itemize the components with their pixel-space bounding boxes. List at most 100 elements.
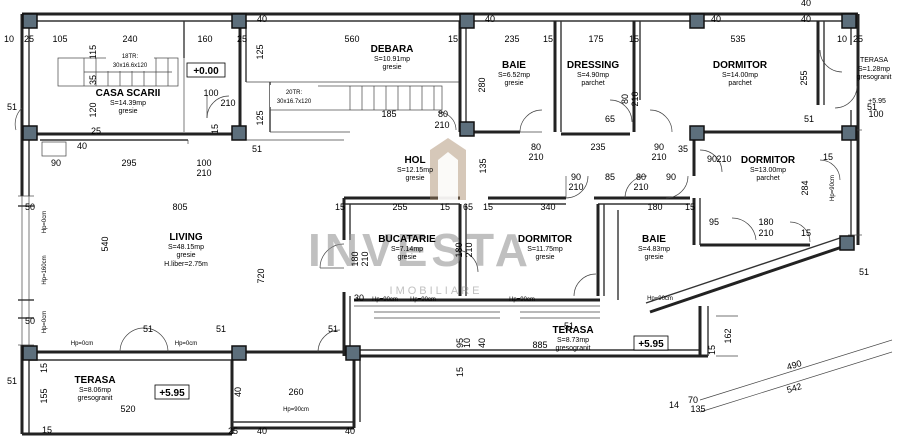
dimension-label: 90 bbox=[654, 142, 664, 152]
dimension-label: 210 bbox=[360, 251, 370, 266]
dimension-label: 95 bbox=[455, 338, 465, 348]
room-labels: CASA SCARIIS=14.39mpgresieDEBARAS=10.91m… bbox=[74, 44, 891, 402]
dimension-label: 805 bbox=[172, 202, 187, 212]
dimension-label: 15 bbox=[39, 363, 49, 373]
room-clear-height: H.liber=2.75m bbox=[164, 261, 208, 268]
level-value: +5.95 bbox=[868, 98, 886, 105]
dimension-label: 235 bbox=[504, 34, 519, 44]
dimension-label: 284 bbox=[800, 180, 810, 195]
room-name: DORMITOR bbox=[518, 234, 573, 245]
room-floor: gresie bbox=[405, 175, 424, 182]
dimension-label: 210 bbox=[651, 152, 666, 162]
dimension-label: 15 bbox=[455, 367, 465, 377]
dimension-label: 210 bbox=[633, 182, 648, 192]
dimension-label: 720 bbox=[256, 268, 266, 283]
dimension-label: 51 bbox=[252, 144, 262, 154]
room-name: TERASA bbox=[860, 57, 888, 64]
dimension-label: 40 bbox=[801, 0, 811, 8]
watermark: INVESTA IMOBILIARE bbox=[308, 138, 528, 297]
stair-treads bbox=[57, 40, 443, 132]
room-name: CASA SCARII bbox=[96, 88, 161, 99]
dimension-label: Hp=90cm bbox=[830, 175, 836, 201]
room-area: S=6.52mp bbox=[498, 72, 530, 79]
dimension-label: 15 bbox=[448, 34, 458, 44]
dimension-label: 51 bbox=[7, 376, 17, 386]
dimension-label: 210 bbox=[528, 152, 543, 162]
dimension-label: 15 bbox=[42, 425, 52, 435]
dimension-label: 520 bbox=[120, 404, 135, 414]
dimension-label: 210 bbox=[196, 168, 211, 178]
dimension-label: 25 bbox=[91, 126, 101, 136]
stair-labels: 18TR: 30x16.6x120 20TR:30x16.7x120 bbox=[106, 49, 318, 107]
room-area: S=12.15mp bbox=[397, 167, 433, 174]
dimension-label: 90 bbox=[51, 158, 61, 168]
room-floor: gresogranit bbox=[856, 74, 891, 81]
stair-1: 18TR: 30x16.6x120 bbox=[106, 49, 154, 71]
dimension-label: 210 bbox=[568, 182, 583, 192]
diagonal-dimension bbox=[699, 315, 893, 413]
stair-spec: 30x16.6x120 bbox=[113, 63, 148, 69]
stair-2: 20TR:30x16.7x120 bbox=[270, 85, 318, 107]
dimension-label: Hp=90cm bbox=[647, 296, 673, 302]
dimension-label: 885 bbox=[532, 340, 547, 350]
dimension-label: 90 bbox=[666, 172, 676, 182]
dimension-label: 490 bbox=[786, 358, 803, 372]
dimension-label: 95 bbox=[709, 217, 719, 227]
dimension-label: 100 bbox=[196, 158, 211, 168]
dimension-label: 40 bbox=[345, 426, 355, 436]
dimension-label: 125 bbox=[255, 44, 265, 59]
room-floor: parchet bbox=[581, 80, 604, 87]
dimension-label: 100 bbox=[203, 88, 218, 98]
dimension-label: 115 bbox=[88, 45, 98, 59]
dimension-label: 40 bbox=[77, 141, 87, 151]
room-name: LIVING bbox=[169, 232, 203, 243]
dimension-label: 30 bbox=[354, 293, 364, 303]
room-floor: gresie bbox=[176, 252, 195, 259]
dimension-label: Hp=90cm bbox=[372, 297, 398, 303]
room-floor: gresie bbox=[118, 108, 137, 115]
door-swings bbox=[14, 49, 858, 353]
dimension-label: 40 bbox=[233, 387, 243, 397]
level-terasa-3: +5.95 bbox=[154, 384, 190, 400]
windows bbox=[18, 129, 862, 346]
room-floor: gresie bbox=[535, 254, 554, 261]
room-area: S=11.75mp bbox=[527, 246, 563, 253]
room-name: BUCATARIE bbox=[378, 234, 436, 245]
dimension-label: 40 bbox=[711, 14, 721, 24]
level-value: +5.95 bbox=[159, 388, 185, 399]
watermark-sub: IMOBILIARE bbox=[390, 285, 483, 297]
dimension-label: 50 bbox=[25, 202, 35, 212]
dimension-label: 51 bbox=[804, 114, 814, 124]
dimension-label: 51 bbox=[328, 324, 338, 334]
dimension-label: 10 bbox=[4, 34, 14, 44]
room-area: S=1.28mp bbox=[858, 66, 890, 73]
level-markers: +0.00+5.95+5.95+5.95 bbox=[154, 62, 886, 400]
dimension-label: 14 bbox=[669, 400, 679, 410]
dimension-label: 295 bbox=[121, 158, 136, 168]
dimension-label: 180 bbox=[350, 251, 360, 266]
room-name: DORMITOR bbox=[713, 60, 768, 71]
dimension-label: 35 bbox=[88, 75, 98, 85]
room-floor: gresie bbox=[397, 254, 416, 261]
dimension-label: 80 bbox=[636, 172, 646, 182]
room-floor: parchet bbox=[756, 175, 779, 182]
dimension-label: 15 bbox=[629, 34, 639, 44]
room-name: DRESSING bbox=[567, 60, 619, 71]
room-name: TERASA bbox=[552, 325, 593, 336]
dimension-label: 260 bbox=[288, 387, 303, 397]
dimension-label: 210 bbox=[758, 228, 773, 238]
level-value: +5.95 bbox=[638, 339, 664, 350]
stair-count: 18TR: bbox=[122, 54, 139, 60]
room-floor: gresie bbox=[504, 80, 523, 87]
dimension-label: 185 bbox=[381, 109, 396, 119]
dimension-label: 51 bbox=[867, 102, 877, 112]
room-area: S=14.39mp bbox=[110, 100, 146, 107]
dimension-label: 15 bbox=[685, 202, 695, 212]
